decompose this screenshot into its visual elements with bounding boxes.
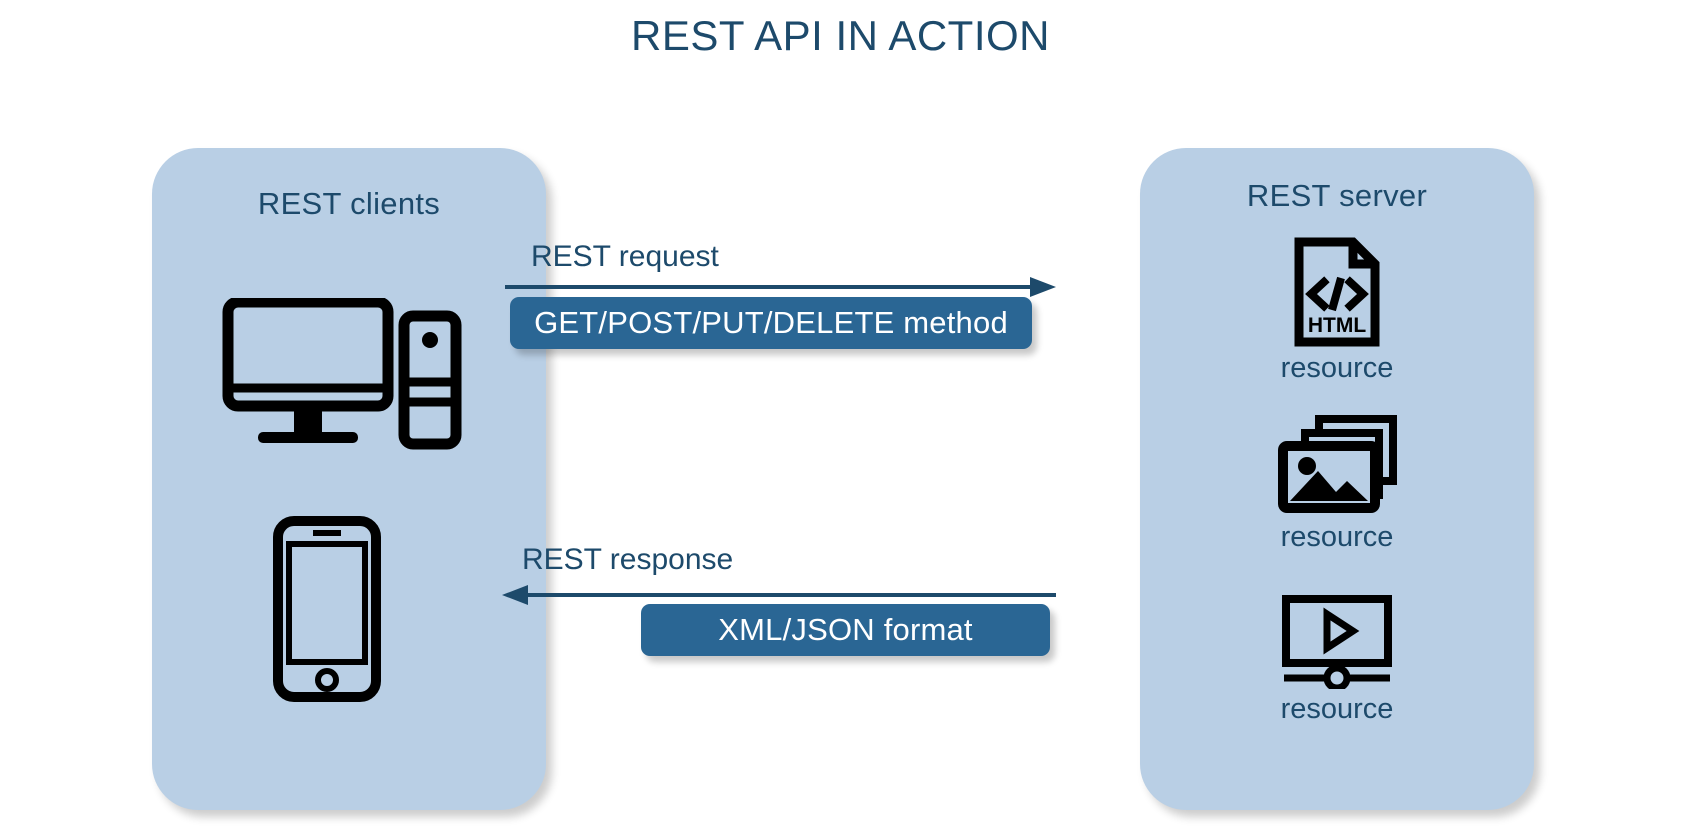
- smartphone-icon: [273, 516, 381, 702]
- resource-label: resource: [1280, 352, 1394, 384]
- images-stack-icon: [1278, 415, 1397, 513]
- rest-response-caption: REST response: [522, 543, 734, 576]
- http-method-badge[interactable]: GET/POST/PUT/DELETE method: [510, 297, 1032, 349]
- desktop-computer-icon: [222, 298, 462, 450]
- rest-request-arrow: [505, 277, 1056, 297]
- resource-item-html: HTML resource: [1140, 236, 1534, 385]
- rest-server-title: REST server: [1246, 178, 1428, 213]
- resource-label: resource: [1280, 521, 1394, 553]
- resource-item-images: resource: [1140, 413, 1534, 554]
- html-document-icon: HTML: [1294, 237, 1380, 347]
- resource-label: resource: [1280, 693, 1394, 725]
- payload-format-badge[interactable]: XML/JSON format: [641, 604, 1050, 656]
- rest-response-arrow: [502, 585, 1056, 605]
- page-title: REST API IN ACTION: [631, 12, 1050, 59]
- rest-clients-title: REST clients: [257, 186, 441, 221]
- video-player-icon: [1282, 595, 1392, 689]
- rest-clients-panel: REST clients: [152, 148, 546, 810]
- rest-server-panel: REST server HTML resource resource: [1140, 148, 1534, 810]
- html-icon-text: HTML: [1308, 314, 1366, 337]
- resource-item-video: resource: [1140, 593, 1534, 726]
- rest-request-caption: REST request: [531, 240, 719, 273]
